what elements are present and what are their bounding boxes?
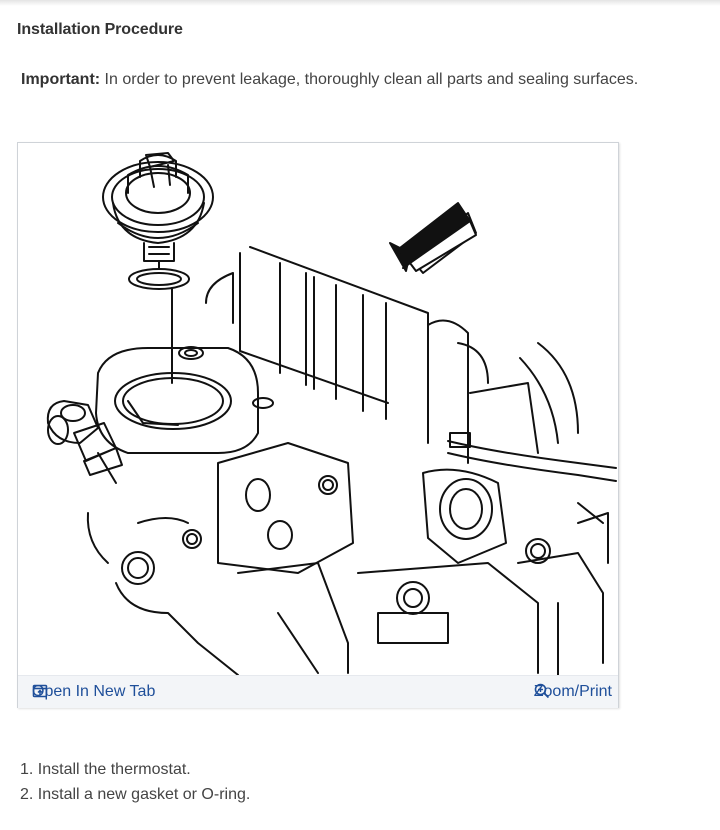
thermostat-part: [102, 152, 214, 384]
open-in-new-tab-icon: [32, 684, 48, 698]
zoom-print-label: Zoom/Print: [533, 683, 612, 700]
open-in-new-tab-link[interactable]: Open In New Tab: [32, 683, 155, 701]
engine-block: [86, 246, 617, 675]
important-label: Important:: [21, 71, 101, 88]
figure-container: Open In New Tab Zoom/Print: [17, 142, 619, 708]
steps-list: 1. Install the thermostat. 2. Install a …: [20, 760, 250, 810]
step-item: 1. Install the thermostat.: [20, 761, 191, 778]
section-title: Installation Procedure: [17, 21, 183, 38]
figure-toolbar: Open In New Tab Zoom/Print: [18, 675, 618, 708]
open-in-new-tab-label: Open In New Tab: [32, 683, 156, 700]
direction-arrow: [389, 202, 477, 274]
important-text: In order to prevent leakage, thoroughly …: [100, 71, 639, 88]
step-item: 2. Install a new gasket or O-ring.: [20, 786, 251, 803]
magnifier-plus-icon: [534, 683, 549, 699]
top-shadow: [0, 0, 720, 6]
thermostat-installation-illustration: [46, 152, 617, 675]
thermostat-housing: [46, 346, 274, 484]
important-note: Important: In order to prevent leakage, …: [21, 71, 638, 89]
zoom-print-link[interactable]: Zoom/Print: [534, 683, 612, 701]
